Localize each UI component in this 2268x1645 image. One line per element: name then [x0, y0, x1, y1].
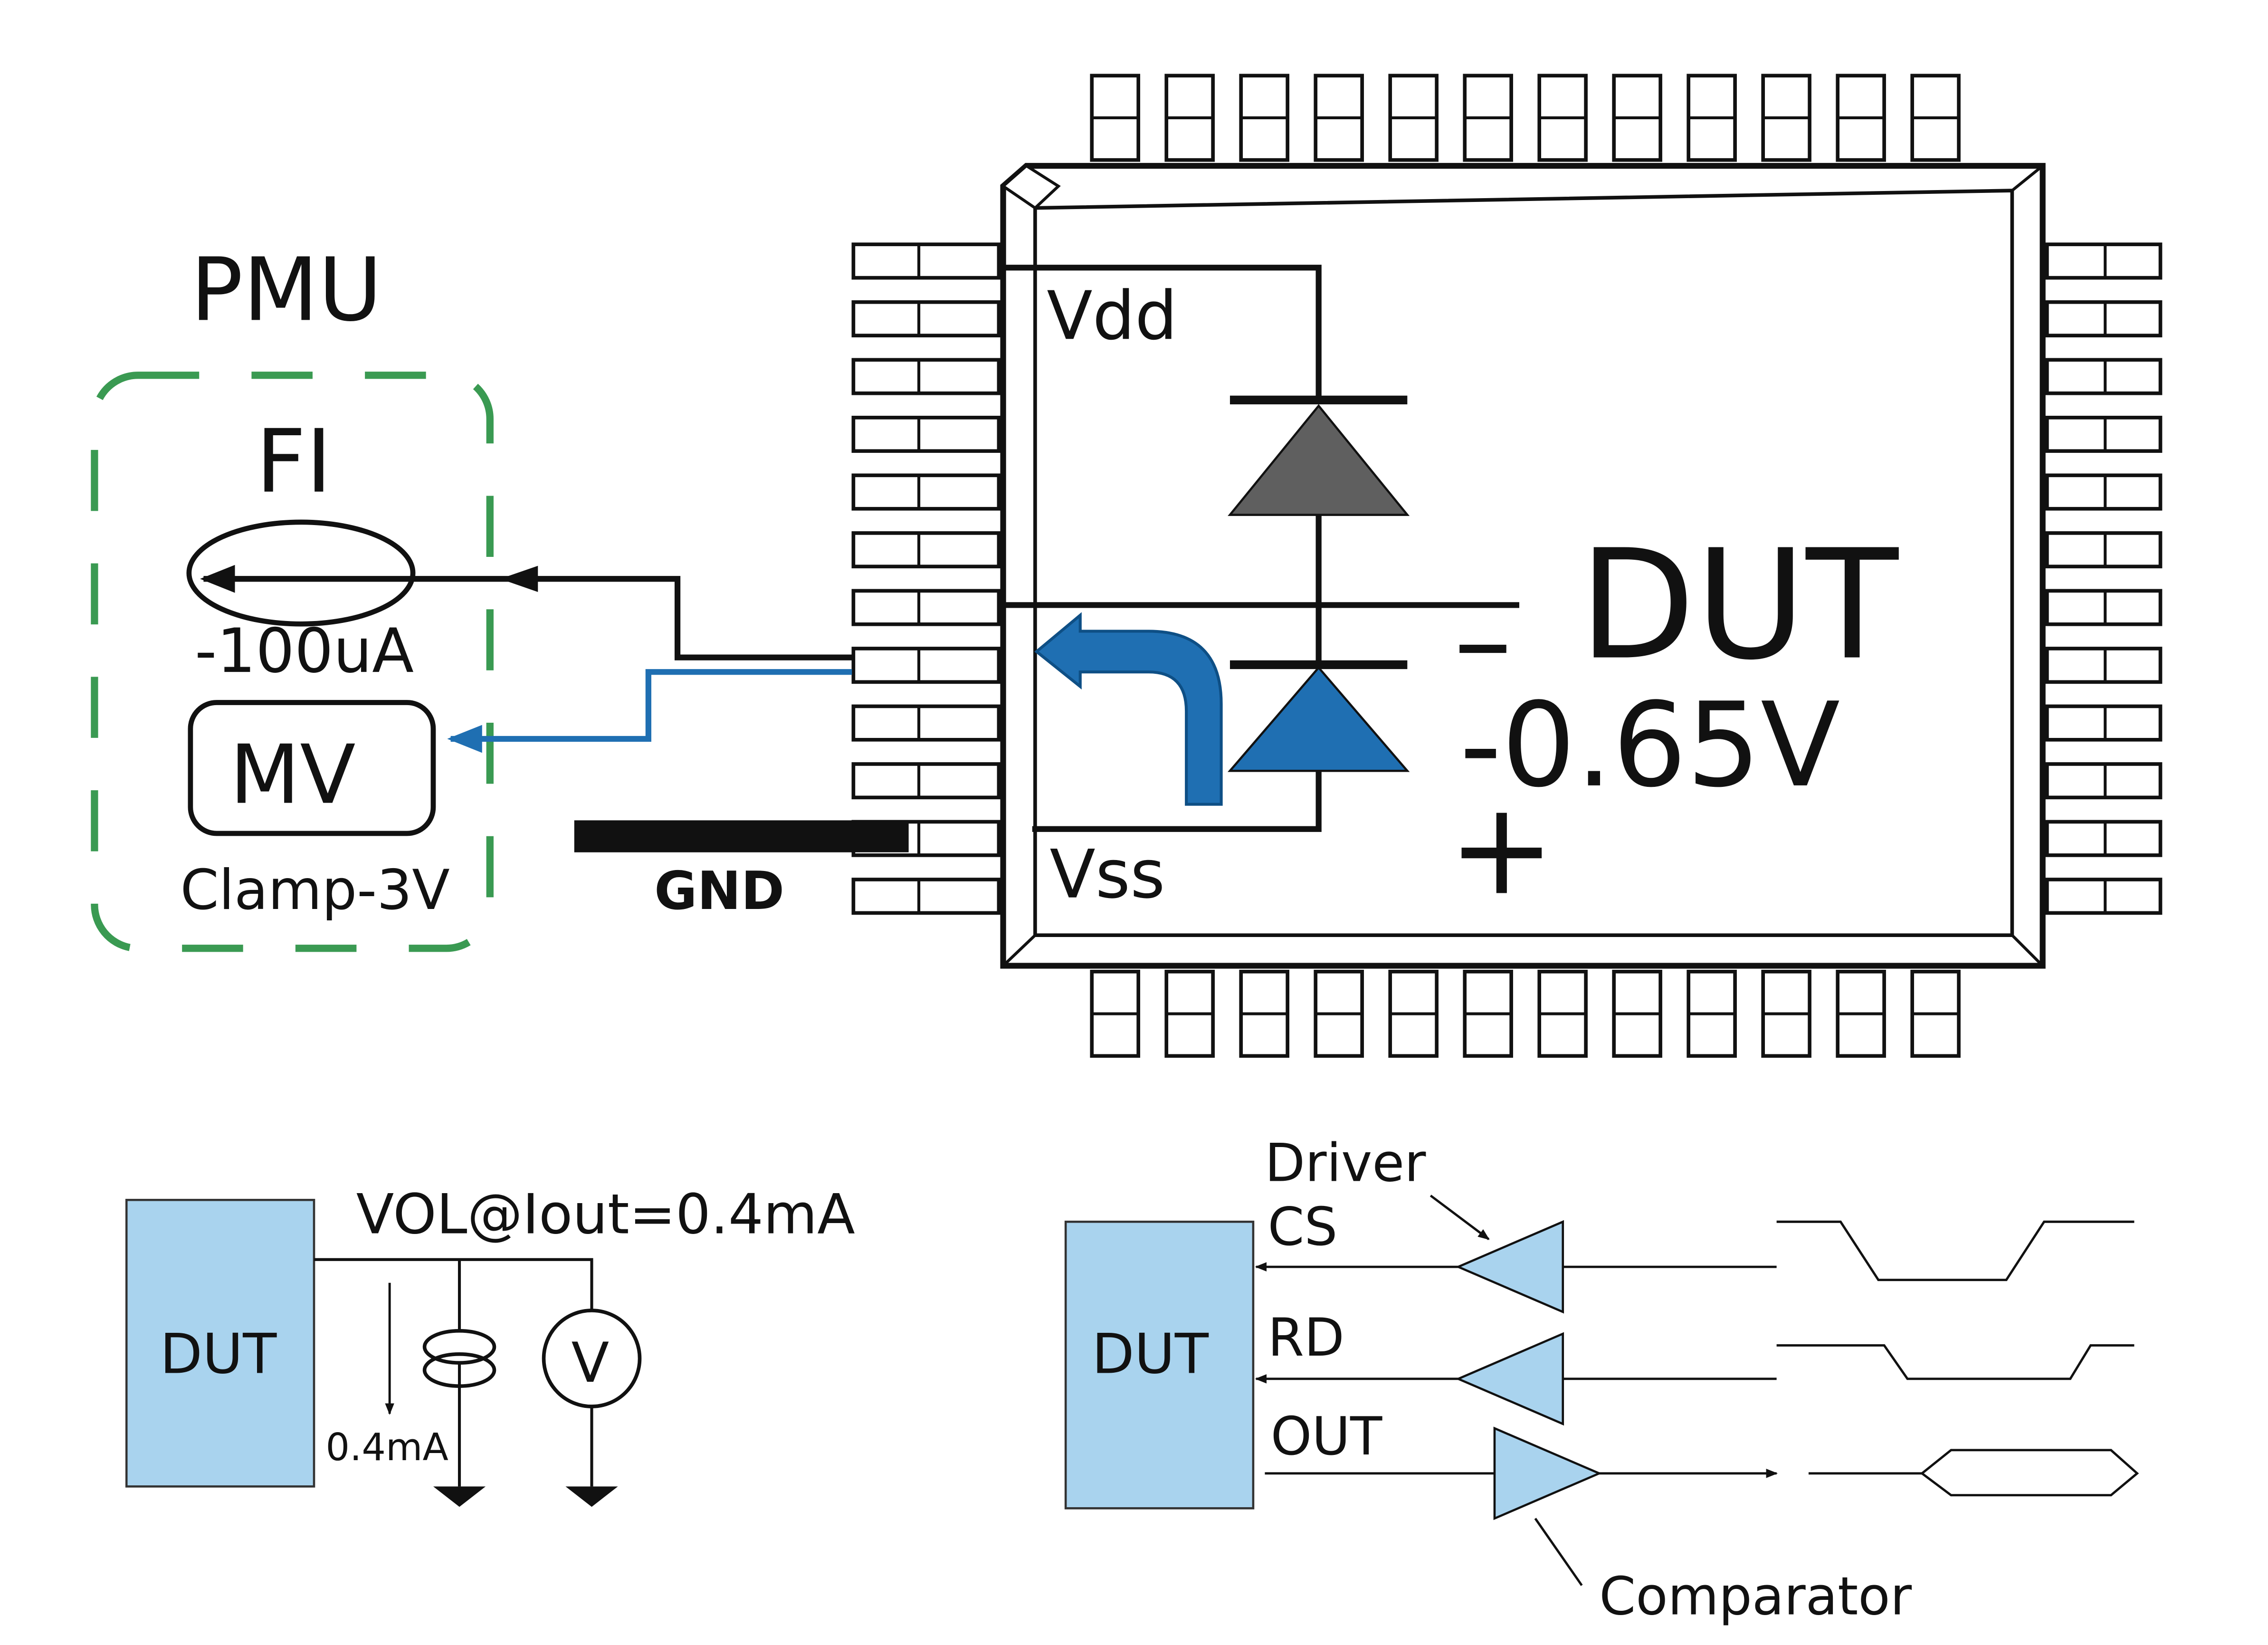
driver-dut-box [1064, 1220, 1255, 1510]
fi-label: FI [256, 411, 332, 513]
vol-dut-label: DUT [160, 1322, 277, 1387]
diode-vdd [1228, 395, 1410, 516]
chip-pin [851, 878, 1001, 915]
vol-dut-box [125, 1199, 315, 1488]
current-source-icon [186, 519, 416, 627]
ground-icon [433, 1486, 486, 1507]
out-label: OUT [1271, 1406, 1382, 1467]
out-waveform [1920, 1449, 2139, 1497]
chip-pin [851, 704, 1001, 742]
out-comparator-buffer [1493, 1426, 1602, 1521]
dut-chip-label: DUT [1579, 518, 1900, 694]
mv-label: MV [230, 728, 356, 822]
chip-pins-left [851, 242, 1001, 915]
plus-sign: + [1448, 774, 1555, 923]
chip-pin [851, 473, 1001, 511]
diode-vss [1227, 660, 1410, 772]
chip-pin [851, 300, 1001, 338]
sense-wire [447, 669, 852, 753]
pmu-boundary [91, 372, 494, 952]
voltmeter-icon: V [542, 1309, 642, 1408]
comparator-pointer [1534, 1518, 1583, 1586]
driver-pointer [1429, 1195, 1490, 1240]
driver-diagram: DUT Driver CS RD OUT Comparator [1064, 1133, 2139, 1627]
vol-current-label: 0.4mA [325, 1425, 448, 1469]
cs-label: CS [1268, 1196, 1338, 1257]
clamp-label: Clamp-3V [180, 858, 449, 922]
force-wire-arrowhead [500, 565, 538, 592]
vol-diagram: DUT VOL@Iout=0.4mA 0.4mA V [125, 1183, 855, 1507]
gnd-label: GND [654, 861, 784, 921]
vol-title: VOL@Iout=0.4mA [356, 1183, 855, 1247]
chip-pin [851, 762, 1001, 800]
gnd-bar [574, 820, 909, 852]
voltmeter-label: V [572, 1331, 610, 1395]
cs-driver-buffer [1455, 1220, 1564, 1314]
chip-pin [851, 358, 1001, 395]
vdd-label: Vdd [1047, 277, 1177, 355]
chip-pins-top [1090, 74, 1961, 162]
current-sink-icon [422, 1329, 496, 1388]
chip-pins-right [2045, 242, 2163, 915]
minus-sign: – [1454, 573, 1512, 708]
current-label: -100uA [195, 616, 414, 687]
driver-label: Driver [1265, 1133, 1426, 1194]
pmu-title: PMU [191, 239, 382, 341]
vss-label: Vss [1050, 836, 1165, 914]
mv-box [188, 700, 436, 836]
chip-pin [851, 242, 1001, 280]
chip-pins-bottom [1090, 969, 1961, 1058]
chip-pin [851, 589, 1001, 626]
voltage-label: -0.65V [1459, 678, 1840, 813]
force-wire [200, 564, 852, 660]
current-flow-arrow [1034, 612, 1223, 806]
ground-icon [565, 1486, 618, 1507]
chip-pin [851, 415, 1001, 453]
rd-label: RD [1268, 1307, 1344, 1368]
rd-driver-buffer [1455, 1332, 1564, 1426]
cs-waveform [1776, 1220, 2135, 1282]
chip-internal-wiring [1000, 265, 1519, 832]
chip-pin [851, 531, 1001, 569]
comparator-label: Comparator [1599, 1566, 1912, 1627]
rd-waveform [1776, 1344, 2135, 1380]
chip-pin [851, 647, 1001, 684]
driver-dut-label: DUT [1092, 1322, 1209, 1387]
